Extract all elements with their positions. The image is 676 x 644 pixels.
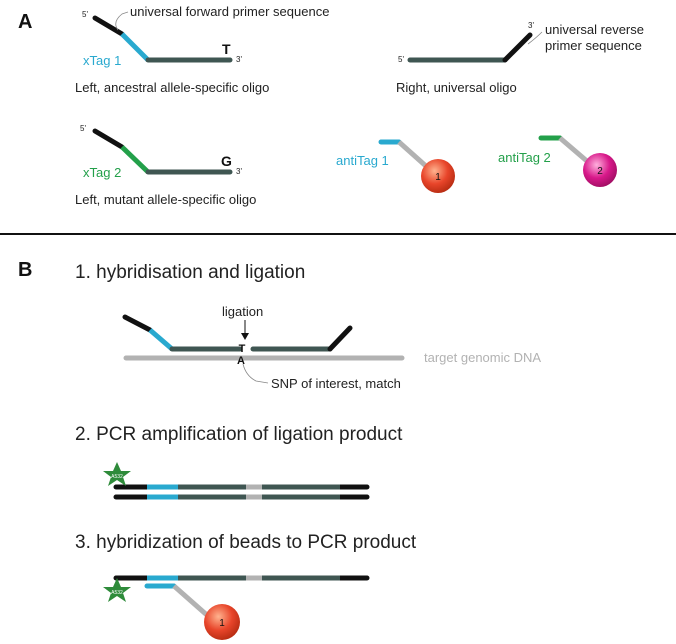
panel-a: A 5' 3' T universal forward primer seque… (18, 4, 648, 207)
right-caption: Right, universal oligo (396, 80, 517, 95)
left-probe-xtag (148, 328, 174, 351)
bead-hybridization-figure: 1 A532 (103, 575, 370, 640)
snp-leader (242, 363, 269, 384)
five-prime-end-right: 5' (398, 55, 404, 64)
forward-primer-label: universal forward primer sequence (130, 4, 329, 19)
three-prime-end-right: 3' (528, 21, 534, 30)
snp-top-base: T (239, 343, 246, 355)
left-ancestral-caption: Left, ancestral allele-specific oligo (75, 80, 269, 95)
antitag1-bead: 1 antiTag 1 (336, 139, 455, 193)
xtag1-segment (120, 32, 150, 62)
panel-a-label: A (18, 11, 32, 33)
three-prime-end: 3' (236, 55, 242, 64)
five-prime-end: 5' (82, 10, 88, 19)
bead1-linker (397, 140, 429, 169)
xtag2-segment (120, 145, 150, 174)
fluorophore-label: A532 (111, 474, 123, 480)
left-mutant-oligo: 5' 3' G xTag 2 Left, mutant allele-speci… (75, 124, 256, 207)
left-mutant-caption: Left, mutant allele-specific oligo (75, 192, 256, 207)
panel-b: B 1. hybridisation and ligation ligation… (18, 259, 541, 640)
allele-base-g: G (221, 153, 232, 169)
xtag2-label: xTag 2 (83, 165, 121, 180)
hybridisation-ligation-figure: ligation T A SNP of interest, match targ… (122, 304, 541, 391)
antitag1-label: antiTag 1 (336, 153, 389, 168)
fluorophore-label-2: A532 (111, 590, 123, 596)
three-prime-end-2: 3' (236, 167, 242, 176)
bead-1 (421, 159, 455, 193)
bead-1-number: 1 (435, 172, 441, 183)
left-ancestral-oligo: 5' 3' T universal forward primer sequenc… (75, 4, 329, 95)
step3-title: 3. hybridization of beads to PCR product (75, 532, 417, 553)
ligation-arrowhead (241, 333, 249, 340)
step2-title: 2. PCR amplification of ligation product (75, 424, 403, 445)
bead-linker (172, 584, 210, 618)
reverse-primer-label-line1: universal reverse (545, 22, 644, 37)
fluorophore-star (103, 462, 131, 486)
reverse-primer-label: universal reverse primer sequence (545, 22, 648, 53)
right-universal-oligo: 5' 3' universal reverse primer sequence … (396, 21, 648, 95)
reverse-primer-leader (527, 31, 543, 45)
snp-bottom-base: A (237, 355, 245, 367)
snp-label: SNP of interest, match (271, 376, 401, 391)
pcr-product-figure: A532 (103, 462, 370, 500)
bead-1-hybridized (204, 604, 240, 640)
antitag2-bead: 2 antiTag 2 (498, 135, 617, 187)
reverse-primer-label-line2: primer sequence (545, 38, 642, 53)
bead2-linker (558, 136, 590, 164)
bead-2-number: 2 (597, 166, 603, 177)
allele-base-t: T (222, 41, 231, 57)
left-probe-primer (122, 314, 153, 333)
forward-primer-leader (115, 11, 129, 31)
xtag1-label: xTag 1 (83, 53, 121, 68)
right-probe-primer (327, 325, 353, 352)
fluorophore-star-2 (103, 578, 131, 602)
five-prime-end-2: 5' (80, 124, 86, 133)
forward-primer-segment-2 (92, 128, 125, 150)
ligation-label: ligation (222, 304, 263, 319)
target-label: target genomic DNA (424, 350, 541, 365)
step1-title: 1. hybridisation and ligation (75, 262, 305, 283)
reverse-primer-segment (502, 32, 533, 63)
bead-hybridized-number: 1 (219, 618, 225, 629)
bead-2 (583, 153, 617, 187)
antitag2-label: antiTag 2 (498, 150, 551, 165)
panel-b-label: B (18, 259, 32, 281)
forward-primer-segment (92, 15, 125, 37)
